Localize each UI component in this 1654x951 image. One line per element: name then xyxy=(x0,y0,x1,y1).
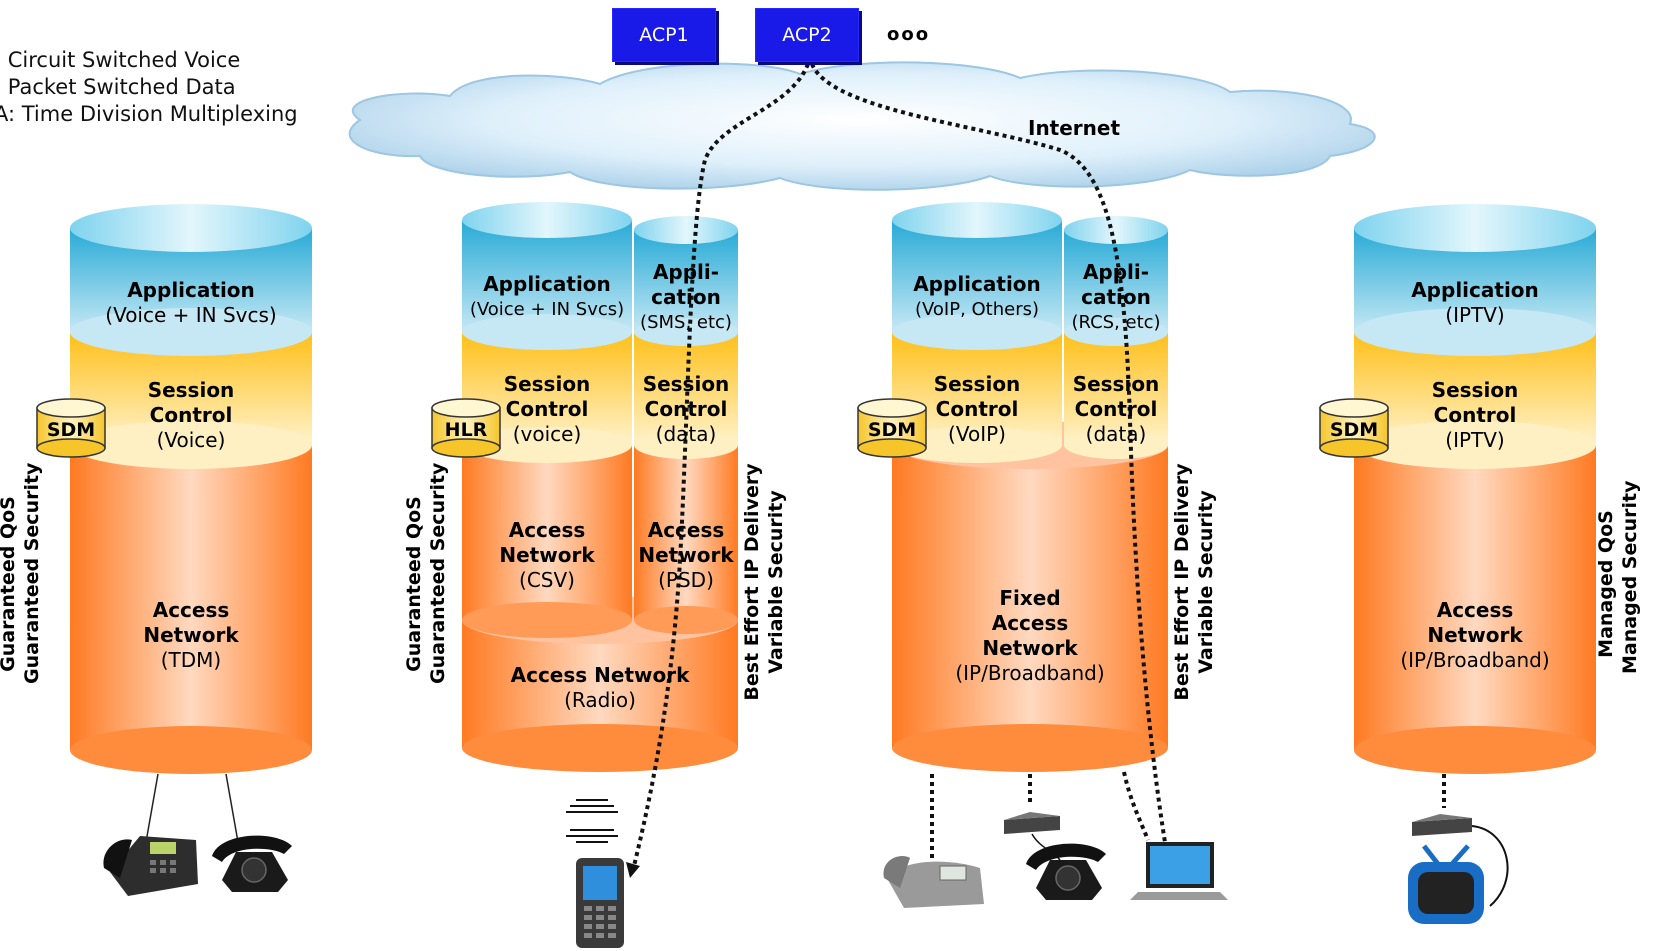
fixed-access-dotted-links xyxy=(930,771,1446,858)
stack-iptv xyxy=(1354,204,1596,774)
mobile-phone-icon xyxy=(576,858,624,948)
stack-fixed-ip xyxy=(892,202,1168,772)
tv-icon xyxy=(1408,844,1484,924)
acp1-box: ACP1 xyxy=(612,8,716,62)
col4-application-label: Application(IPTV) xyxy=(1411,278,1539,327)
modem-icon xyxy=(1004,812,1061,861)
rotary-phone-icon xyxy=(212,835,292,892)
laptop-icon xyxy=(1130,842,1228,900)
legend-item-psd: : Packet Switched Data xyxy=(0,75,236,99)
acp2-box: ACP2 xyxy=(755,8,859,62)
internet-label: Internet xyxy=(1028,116,1121,140)
settop-box-icon xyxy=(1412,814,1509,907)
col1-application-label: Application(Voice + IN Svcs) xyxy=(105,278,277,327)
legend-item-csv: : Circuit Switched Voice xyxy=(0,48,241,72)
ellipsis: ooo xyxy=(887,24,931,45)
col2-access-network-radio-label: Access Network(Radio) xyxy=(510,663,690,712)
col3-application-label: Application(VoIP, Others) xyxy=(913,272,1041,320)
col3-sdm-label: SDM xyxy=(867,419,917,441)
db-cylinder-sdm-4 xyxy=(1319,398,1389,458)
col2-hlr-label: HLR xyxy=(444,419,488,441)
acp2-to-mobile-path xyxy=(626,63,810,878)
col1-sdm-label: SDM xyxy=(46,419,96,441)
col3-application-data-label: Appli-cation(RCS, etc) xyxy=(1071,260,1161,333)
rotary-phone-icon-2 xyxy=(1026,843,1106,900)
stack-tdm xyxy=(70,204,312,774)
tdm-phone-lines xyxy=(145,773,239,843)
ip-phone-icon xyxy=(883,856,984,908)
legend: : Circuit Switched Voice : Packet Switch… xyxy=(0,47,298,128)
radio-waves-icon xyxy=(566,799,618,843)
office-phone-icon xyxy=(103,836,198,896)
col2-application-label: Application(Voice + IN Svcs) xyxy=(469,272,625,320)
db-cylinder-sdm-1 xyxy=(36,398,106,458)
col4-sdm-label: SDM xyxy=(1329,419,1379,441)
internet-cloud xyxy=(348,61,1376,191)
db-cylinder-sdm-3 xyxy=(857,398,927,458)
legend-item-tdm: A: Time Division Multiplexing xyxy=(0,102,298,126)
db-cylinder-hlr xyxy=(431,398,501,458)
col2-application-data-label: Appli-cation(SMS, etc) xyxy=(640,260,732,333)
